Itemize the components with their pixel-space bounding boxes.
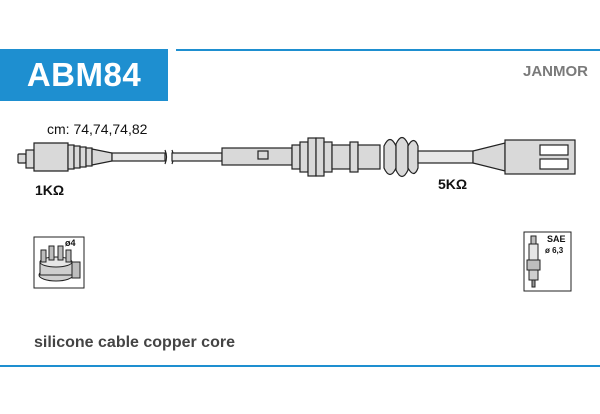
- suppressor-fin-1: [383, 138, 397, 176]
- rib-1: [291, 144, 301, 170]
- distributor-diameter-label: ø4: [65, 238, 76, 248]
- left-boot-ring-1: [67, 144, 75, 170]
- bottom-divider: [0, 365, 600, 367]
- left-boot-ring-3: [79, 146, 87, 168]
- cable-break-left: [164, 149, 168, 165]
- rib-2: [299, 141, 309, 173]
- rib-4: [315, 137, 325, 177]
- left-terminal-tip: [17, 153, 27, 164]
- cable-right-segment: [417, 150, 474, 164]
- rib-8: [357, 144, 381, 170]
- resistance-left: 1KΩ: [35, 182, 65, 198]
- rib-7: [349, 141, 359, 173]
- cable-description: silicone cable copper core: [34, 334, 235, 351]
- resistance-right: 5KΩ: [438, 176, 468, 192]
- cable-lengths: cm: 74,74,74,82: [47, 121, 148, 137]
- connector-latch: [257, 150, 269, 160]
- brand-name: JANMOR: [522, 63, 588, 80]
- suppressor-fin-3: [407, 139, 419, 175]
- right-terminal-slot-top: [539, 144, 569, 156]
- left-terminal-stem: [25, 149, 35, 169]
- part-code: ABM84: [26, 56, 142, 93]
- part-code-badge: ABM84: [0, 49, 168, 101]
- spark-plug-diameter-label: ø 6,3: [545, 246, 564, 255]
- rib-5: [323, 141, 333, 173]
- rib-6: [331, 144, 351, 170]
- cable-left-segment: [111, 152, 166, 162]
- distributor-cap-icon: [33, 236, 85, 289]
- cable-mid-segment: [171, 152, 223, 162]
- rib-3: [307, 137, 317, 177]
- top-divider: [176, 49, 600, 51]
- spark-plug-icon: [523, 231, 572, 292]
- right-boot-taper: [472, 142, 506, 172]
- left-boot-ring-4: [85, 147, 93, 167]
- right-terminal-slot-bottom: [539, 158, 569, 170]
- left-boot-ring-2: [73, 145, 81, 169]
- left-boot-taper: [91, 148, 113, 166]
- connector-sleeve: [221, 147, 293, 166]
- spark-plug-standard-label: SAE: [547, 234, 566, 244]
- suppressor-fin-2: [395, 136, 409, 178]
- left-boot: [33, 142, 69, 172]
